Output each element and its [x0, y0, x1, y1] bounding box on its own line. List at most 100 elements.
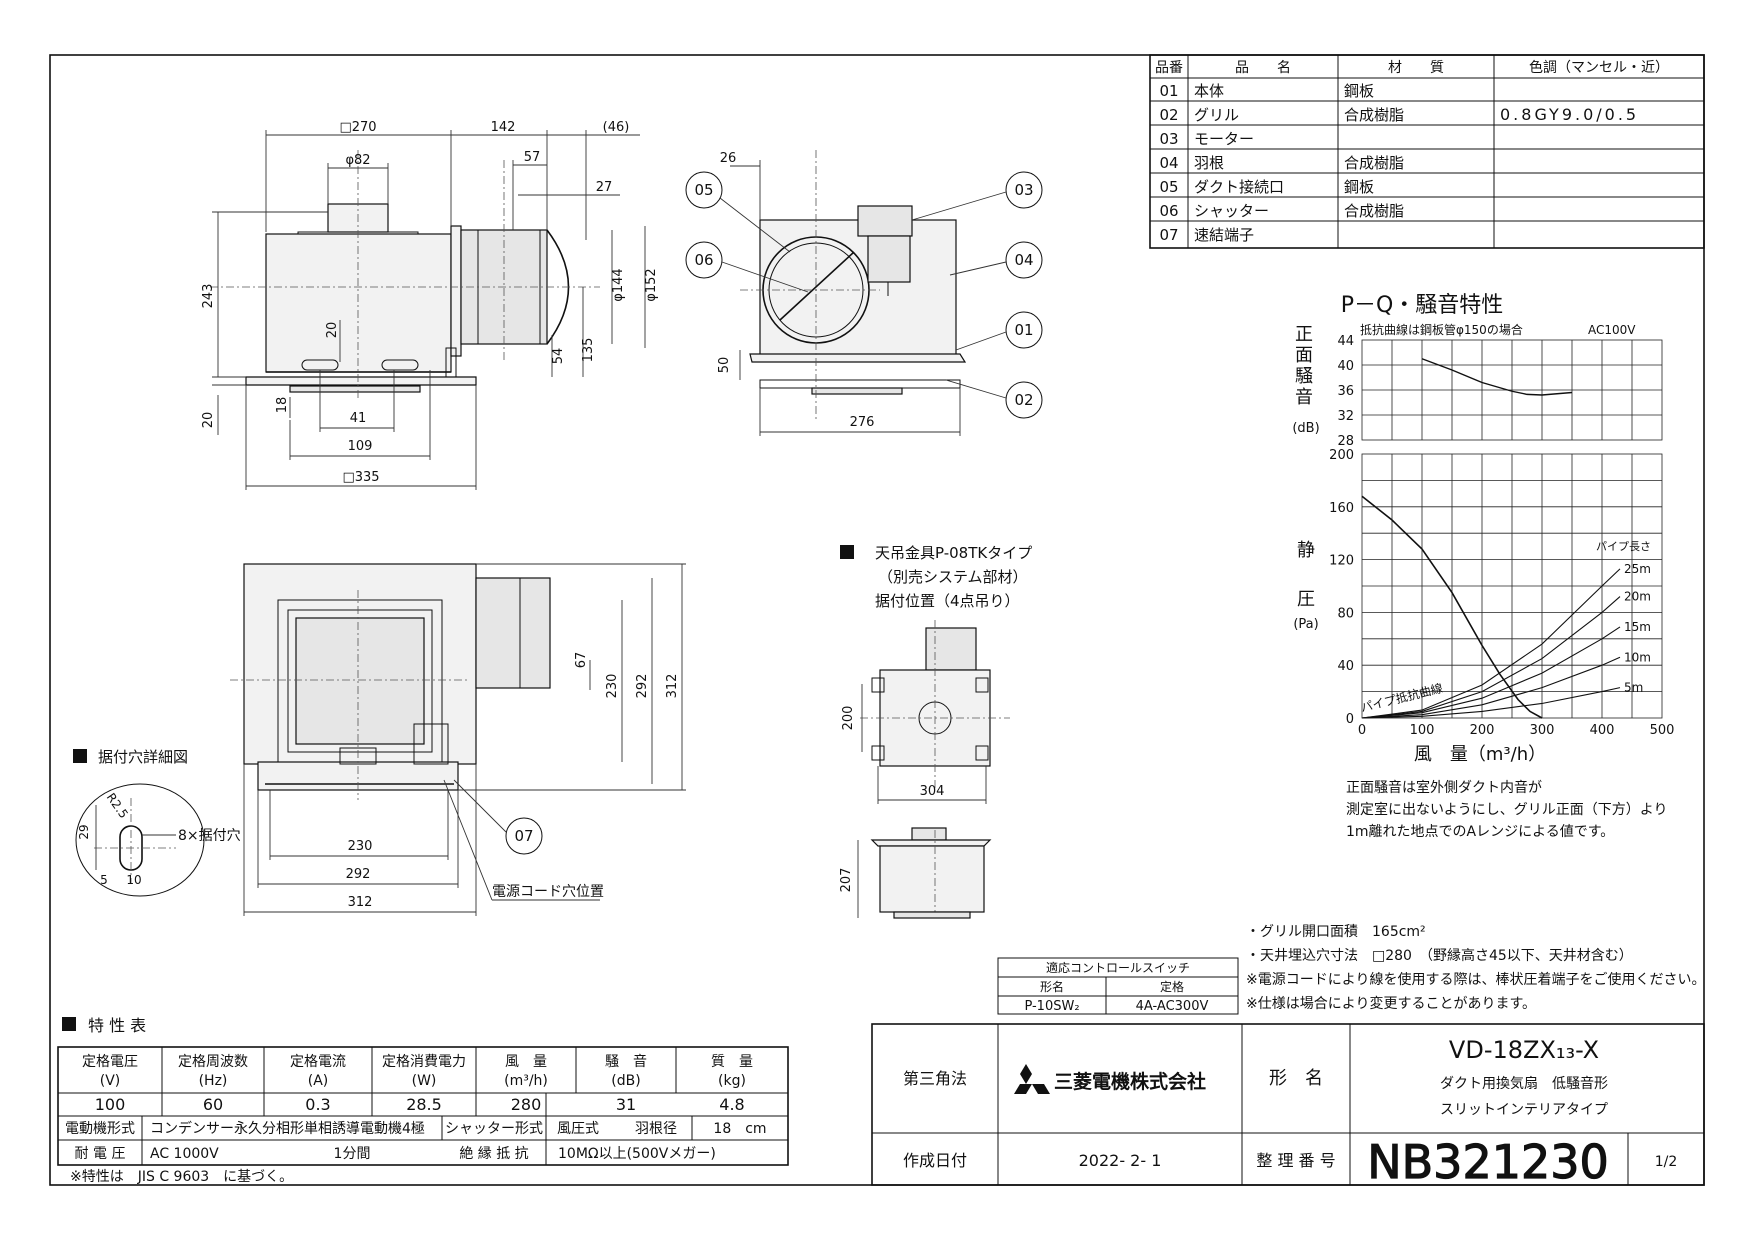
dim-292v: 292 — [635, 674, 650, 699]
char-value: 60 — [203, 1095, 223, 1114]
svg-text:02: 02 — [1014, 391, 1033, 409]
switch-rating: 4A-AC300V — [1136, 999, 1209, 1014]
parts-cell: 合成樹脂 — [1344, 106, 1404, 124]
char-header-unit: (W) — [412, 1073, 437, 1089]
char-value: 100 — [95, 1095, 126, 1114]
mitsubishi-logo — [1014, 1064, 1050, 1094]
side-view: 26 50 276 05 06 03 04 01 02 — [685, 150, 1043, 436]
parts-cell: 羽根 — [1194, 154, 1224, 172]
dim-w270: □270 — [339, 120, 376, 135]
char-header: 定格周波数 — [178, 1054, 248, 1070]
chart-title: P－Q・騒音特性 — [1341, 293, 1504, 318]
pq-ytick: 0 — [1346, 712, 1354, 727]
noise-yunit: (dB) — [1292, 421, 1319, 436]
svg-text:04: 04 — [1014, 251, 1033, 269]
dim-phi144: φ144 — [611, 268, 626, 301]
dim-54: 54 — [551, 348, 566, 365]
projection-label: 第三角法 — [903, 1069, 967, 1088]
noise-series-line — [1421, 358, 1573, 396]
parts-cell: 鋼板 — [1344, 82, 1374, 100]
svg-text:10: 10 — [126, 873, 141, 887]
dim-57: 57 — [524, 150, 541, 165]
model-number: VD-18ZX₁₃-X — [1449, 1036, 1599, 1064]
char-header: 定格電圧 — [82, 1054, 138, 1070]
pq-series-label: 15m — [1624, 620, 1651, 634]
dim-230: 230 — [348, 839, 373, 854]
voltage-time: 1分間 — [334, 1146, 371, 1162]
pq-xtick: 400 — [1590, 723, 1615, 738]
callout-05 — [685, 171, 723, 209]
parts-cell: 06 — [1159, 202, 1178, 220]
parts-cell: 01 — [1159, 82, 1178, 100]
dim-w335: □335 — [342, 470, 379, 485]
switch-header-rating: 定格 — [1160, 979, 1184, 994]
date-label: 作成日付 — [903, 1151, 967, 1170]
char-value: 31 — [616, 1095, 636, 1114]
switch-header-model: 形名 — [1040, 979, 1064, 994]
callout-02 — [1005, 381, 1043, 419]
model-label: 形 名 — [1269, 1068, 1323, 1089]
pq-xtick: 0 — [1358, 723, 1366, 738]
dim-109: 109 — [348, 439, 373, 454]
doc-label: 整 理 番 号 — [1256, 1151, 1335, 1170]
voltage-label: 耐 電 圧 — [75, 1146, 126, 1162]
spec-notes: ・グリル開口面積 165cm² ・天井埋込穴寸法 □280 （野縁高さ45以下、… — [1246, 924, 1705, 1012]
char-header-unit: (V) — [100, 1073, 121, 1089]
callout-07 — [505, 817, 543, 855]
pq-chart: P－Q・騒音特性 抵抗曲線は鋼板管φ150の場合 AC100V 正面騒音 (dB… — [1292, 293, 1674, 840]
svg-text:29: 29 — [77, 824, 91, 839]
dim-207: 207 — [839, 868, 854, 893]
spec-note-3: ※電源コードにより線を使用する際は、棒状圧着端子をご使用ください。 — [1246, 971, 1705, 988]
pq-ytick: 160 — [1329, 501, 1354, 516]
char-header: 定格消費電力 — [382, 1054, 466, 1070]
title-block: 第三角法 三菱電機株式会社 形 名 VD-18ZX₁₃-X ダクト用換気扇 低騒… — [871, 1023, 1705, 1190]
char-header: 質 量 — [711, 1054, 753, 1070]
dim-18: 18 — [275, 397, 290, 414]
pq-xtick: 500 — [1650, 723, 1675, 738]
parts-header-name: 品 名 — [1235, 60, 1291, 76]
pq-yunit: (Pa) — [1293, 617, 1318, 632]
dim-50: 50 — [717, 357, 732, 374]
pq-legend-title: パイプ長さ — [1596, 540, 1651, 553]
svg-text:03: 03 — [1014, 181, 1033, 199]
callout-06 — [685, 241, 723, 279]
dim-phi152: φ152 — [644, 268, 659, 301]
blade-label: 羽根径 — [635, 1121, 677, 1137]
insulation-value: 10MΩ以上(500Vメガー) — [558, 1146, 716, 1162]
parts-cell: 鋼板 — [1344, 178, 1374, 196]
char-value: 28.5 — [406, 1095, 442, 1114]
parts-cell: グリル — [1194, 106, 1239, 124]
switch-title: 適応コントロールスイッチ — [1046, 960, 1190, 975]
char-header-unit: (m³/h) — [504, 1073, 548, 1089]
noise-ylabel: 正面騒音 — [1295, 324, 1313, 408]
pq-series-line — [1361, 568, 1621, 719]
pq-series-label: 5m — [1624, 681, 1643, 695]
noise-ytick: 36 — [1337, 384, 1354, 399]
char-header-unit: (dB) — [611, 1073, 640, 1089]
pq-ytick: 120 — [1329, 554, 1354, 569]
pq-series-line — [1361, 656, 1621, 719]
pq-series-line — [1361, 596, 1621, 719]
dim-312: 312 — [348, 895, 373, 910]
shutter-label: シャッター形式 — [445, 1121, 543, 1137]
noise-ytick: 40 — [1337, 359, 1354, 374]
parts-cell: ダクト接続口 — [1194, 178, 1284, 196]
hanger-position: 据付位置（4点吊り） — [875, 592, 1020, 610]
hanger-view: 天吊金具P-08TKタイプ （別売システム部材） 据付位置（4点吊り） 200 … — [839, 544, 1032, 920]
dim-41: 41 — [350, 411, 367, 426]
char-value: 0.3 — [305, 1095, 330, 1114]
pq-ytick: 200 — [1329, 448, 1354, 463]
insulation-label: 絶 縁 抵 抗 — [459, 1146, 528, 1162]
char-value: 4.8 — [719, 1095, 744, 1114]
hanger-subtitle: （別売システム部材） — [878, 568, 1028, 586]
pq-xtick: 100 — [1410, 723, 1435, 738]
switch-model: P-10SW₂ — [1024, 999, 1079, 1014]
parts-cell: 03 — [1159, 130, 1178, 148]
noise-ytick: 44 — [1337, 334, 1354, 349]
parts-header-no: 品番 — [1155, 60, 1183, 76]
callout-03 — [1005, 171, 1043, 209]
parts-cell: 07 — [1159, 226, 1178, 244]
pq-ylabel-top: 静 — [1297, 540, 1315, 561]
char-header: 風 量 — [505, 1054, 547, 1070]
